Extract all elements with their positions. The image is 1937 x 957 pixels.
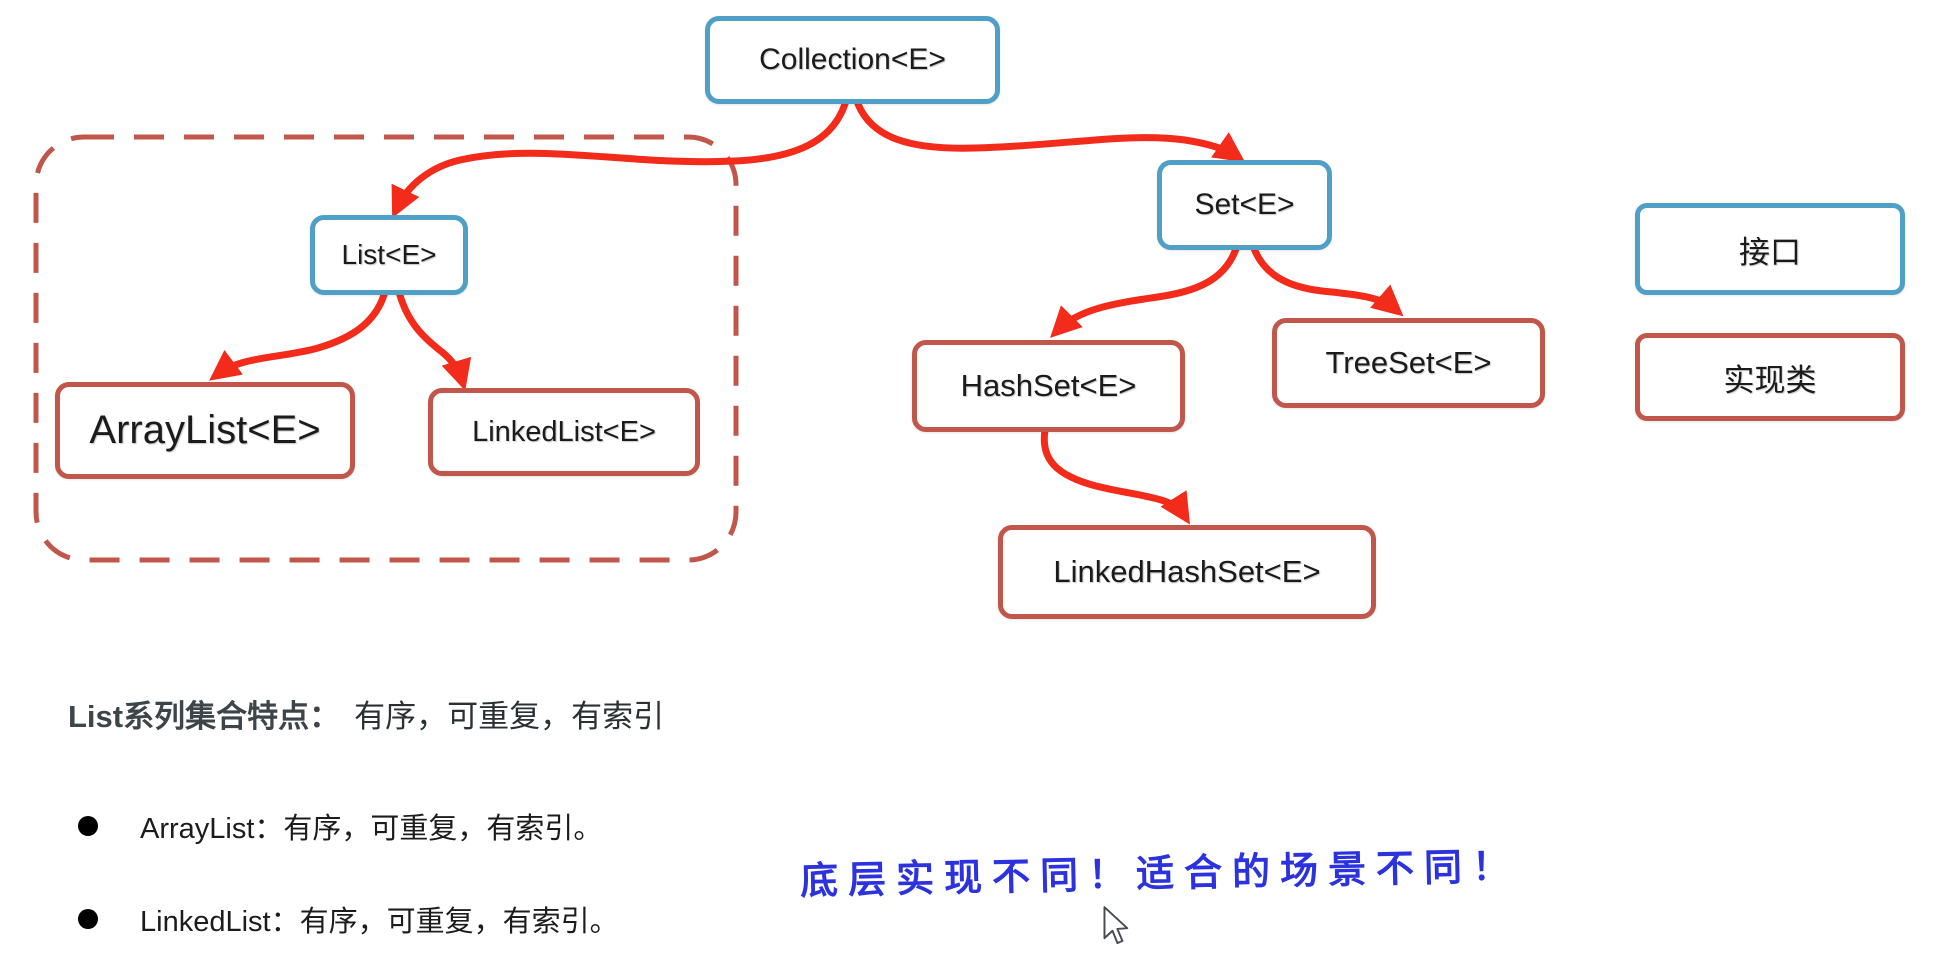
legend-interface-label: 接口 [1739, 234, 1801, 270]
node-arraylist-label: ArrayList<E> [89, 408, 321, 452]
list-group-dashed-box [33, 134, 739, 563]
edge-set-to-hashset [1050, 239, 1242, 338]
list-features-heading: List系列集合特点： 有序，可重复，有索引 [68, 698, 664, 735]
legend-class-box: 实现类 [1635, 333, 1905, 421]
node-set: Set<E> [1157, 160, 1332, 250]
node-treeset: TreeSet<E> [1272, 318, 1545, 408]
node-linkedlist-label: LinkedList<E> [472, 415, 656, 448]
legend-interface-box: 接口 [1635, 203, 1905, 295]
edge-list-to-arraylist [209, 284, 390, 381]
bullet-linkedlist-text: LinkedList：有序，可重复，有索引。 [140, 906, 619, 938]
legend-class-label: 实现类 [1723, 362, 1817, 398]
node-list-label: List<E> [341, 239, 437, 270]
edge-list-to-linkedlist [394, 284, 472, 391]
node-list: List<E> [310, 215, 468, 295]
edge-collection-to-list [391, 100, 849, 219]
node-linkedlist: LinkedList<E> [428, 388, 700, 476]
node-linkedhashset: LinkedHashSet<E> [998, 525, 1376, 619]
node-hashset-label: HashSet<E> [960, 368, 1137, 403]
node-arraylist: ArrayList<E> [55, 382, 355, 479]
heading-rest-part: 有序，可重复，有索引 [354, 699, 665, 734]
node-linkedhashset-label: LinkedHashSet<E> [1053, 554, 1321, 589]
node-set-label: Set<E> [1194, 188, 1295, 221]
node-treeset-label: TreeSet<E> [1325, 345, 1492, 380]
bullet-dot-icon [78, 909, 98, 929]
node-collection: Collection<E> [705, 16, 1000, 104]
bullet-arraylist-text: ArrayList：有序，可重复，有索引。 [140, 813, 603, 845]
node-hashset: HashSet<E> [912, 340, 1185, 432]
edge-set-to-treeset [1248, 239, 1404, 317]
edge-collection-to-set [854, 100, 1246, 163]
bullet-linkedlist: LinkedList：有序，可重复，有索引。 [78, 898, 619, 940]
heading-bold-part: List系列集合特点： [68, 699, 341, 734]
bullet-dot-icon [78, 816, 98, 836]
edge-hashset-to-linkedhashset [1040, 421, 1190, 525]
mouse-cursor-icon [1103, 906, 1129, 945]
handwritten-annotation: 底层实现不同！适合的场景不同！ [799, 843, 1521, 904]
bullet-arraylist: ArrayList：有序，可重复，有索引。 [78, 805, 602, 847]
node-collection-label: Collection<E> [759, 43, 946, 76]
